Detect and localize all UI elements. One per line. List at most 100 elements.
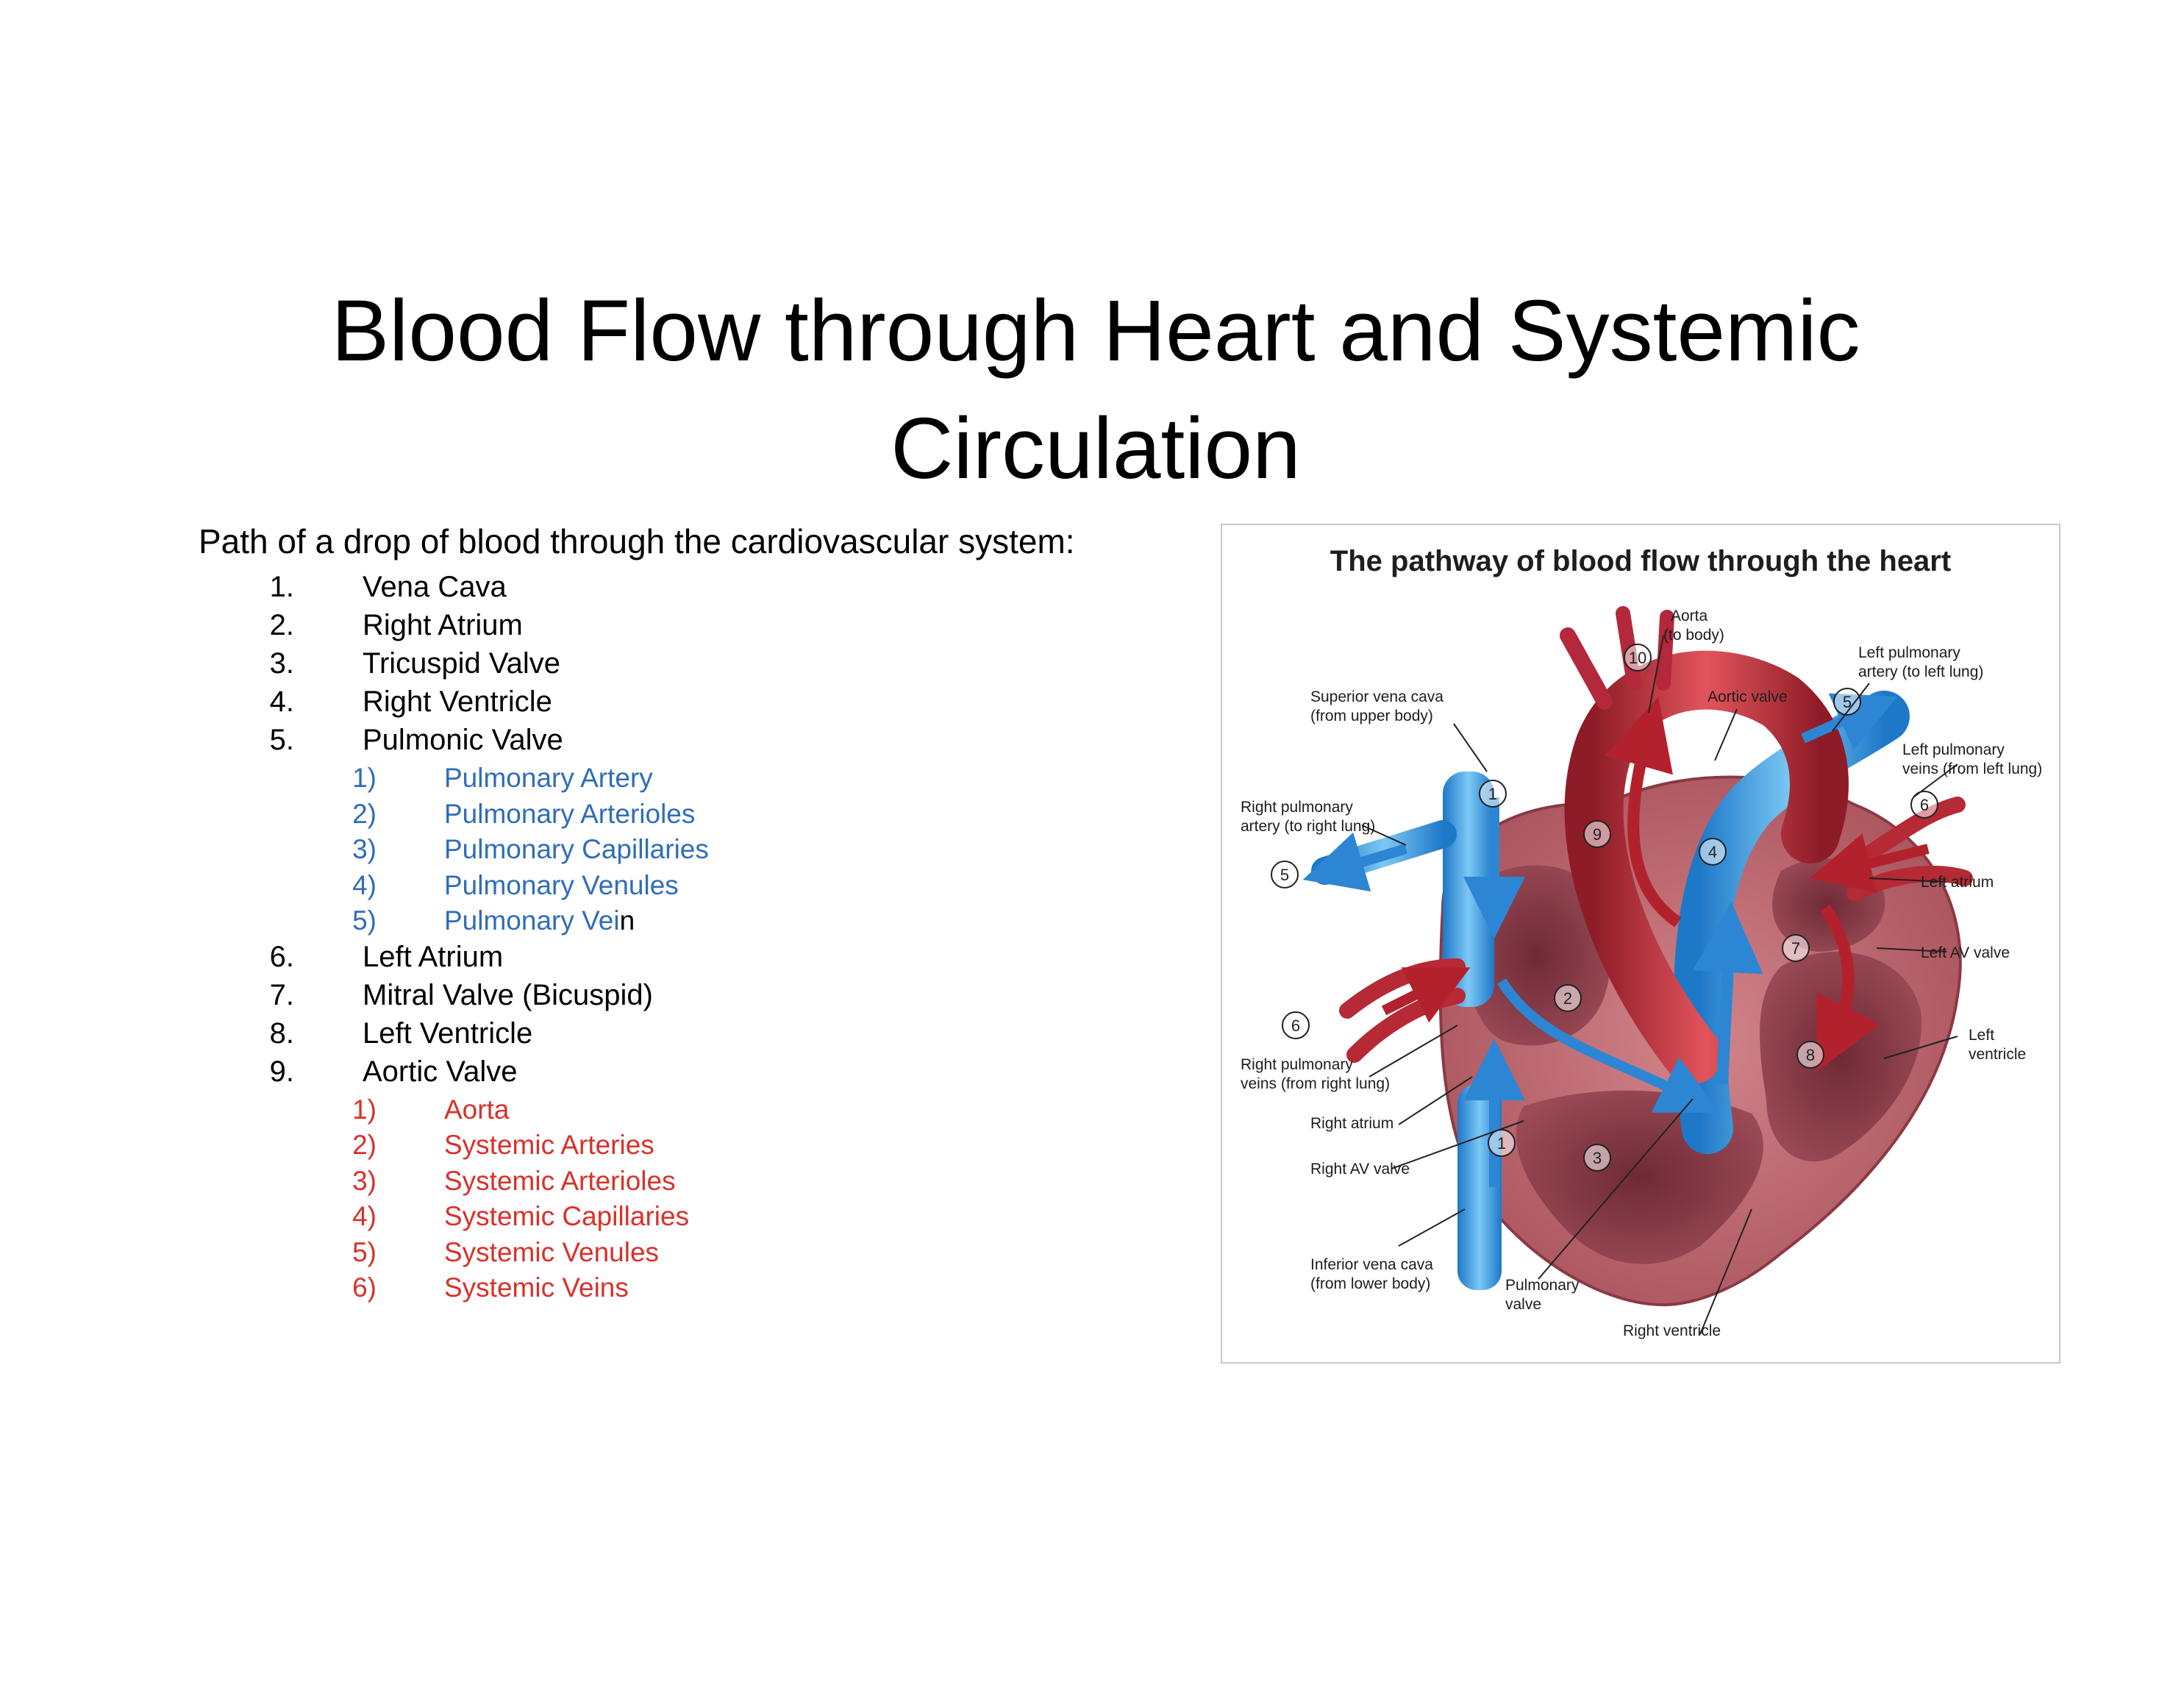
step-number: 2)	[352, 1130, 377, 1160]
step-label: Vena Cava	[363, 568, 507, 606]
step-label: Mitral Valve (Bicuspid)	[363, 976, 653, 1014]
step-label: Pulmonary Capillaries	[444, 830, 709, 869]
label-superior-vena-cava: Superior vena cava	[1310, 688, 1443, 705]
label-left-ventricle: Left	[1969, 1027, 1994, 1044]
step-number: 4)	[352, 869, 377, 900]
label-left-pulmonary-artery: Left pulmonary	[1858, 644, 1960, 661]
step-label: Left Atrium	[363, 938, 503, 976]
step-label: Systemic Veins	[444, 1269, 629, 1307]
step-label-text: Systemic Arterioles	[444, 1165, 676, 1196]
step-marker: 7	[1782, 934, 1810, 962]
flow-arrow-red-2	[1816, 904, 1880, 1072]
step-marker-circle	[1583, 1144, 1611, 1172]
step-marker: 6	[1282, 1011, 1310, 1039]
label-right-pulmonary-artery-sub: artery (to right lung)	[1241, 818, 1375, 835]
step-number: 5)	[352, 1236, 377, 1267]
step-marker-number: 7	[1791, 939, 1800, 958]
step-marker-circle	[1796, 1041, 1824, 1069]
step-marker-number: 5	[1843, 693, 1852, 711]
step-label: Tricuspid Valve	[363, 644, 560, 683]
label-aortic-valve: Aortic valve	[1707, 688, 1788, 705]
step-marker-circle	[1554, 984, 1582, 1012]
step-label: Right Atrium	[363, 606, 523, 644]
step-label-text: Left Atrium	[363, 940, 504, 973]
step-marker-number: 10	[1629, 649, 1646, 667]
step-label: Systemic Arterioles	[444, 1162, 676, 1200]
label-left-av-valve: Left AV valve	[1921, 944, 2010, 961]
step-label-text: Pulmonary Arterioles	[444, 798, 696, 829]
step-marker-number: 6	[1291, 1016, 1300, 1035]
step-label: Right Ventricle	[363, 683, 552, 721]
label-inferior-vena-cava: Inferior vena cava	[1310, 1256, 1433, 1273]
step-label: Pulmonary Arterioles	[444, 795, 695, 833]
step-marker-circle	[1583, 820, 1611, 848]
aorta-branch-1	[1560, 627, 1613, 710]
step-number: 6.	[269, 940, 294, 973]
step-marker: 2	[1554, 984, 1582, 1012]
flow-arrow-blue-6	[1801, 693, 1898, 750]
step-label: Aorta	[444, 1091, 509, 1129]
step-marker: 3	[1583, 1144, 1611, 1172]
step-marker-circle	[1271, 861, 1299, 888]
heart-diagram-svg: The pathway of blood flow through the he…	[1241, 545, 2042, 1339]
step-label: Left Ventricle	[363, 1014, 532, 1053]
step-label-text: Mitral Valve (Bicuspid)	[363, 978, 653, 1011]
step-label-text: Vena Cava	[363, 571, 507, 603]
step-marker: 6	[1910, 791, 1938, 819]
step-number: 4)	[352, 1201, 377, 1231]
step-label-text: Tricuspid Valve	[363, 647, 560, 680]
step-number: 1.	[269, 571, 294, 603]
flow-arrow-red-4	[1381, 967, 1471, 1023]
step-number: 6)	[352, 1272, 377, 1303]
flow-arrow-blue-2	[1497, 978, 1721, 1113]
step-number: 1)	[352, 763, 377, 793]
step-marker-circle	[1488, 1129, 1516, 1157]
step-number: 2.	[269, 609, 294, 641]
intro-text: Path of a drop of blood through the card…	[199, 522, 1075, 560]
flow-arrow-blue-5	[1302, 832, 1408, 892]
slide-title-line-1: Blood Flow through Heart and Systemic	[331, 282, 1860, 380]
aorta-arch	[1564, 650, 1849, 1084]
step-marker-circle	[1282, 1011, 1310, 1039]
step-marker-number: 4	[1708, 843, 1717, 861]
label-right-av-valve: Right AV valve	[1310, 1161, 1410, 1178]
label-right-pulmonary-veins-sub: veins (from right lung)	[1241, 1075, 1390, 1092]
step-label-text: Left Ventricle	[363, 1016, 533, 1050]
label-left-pulmonary-veins-sub: veins (from left lung)	[1902, 761, 2042, 777]
slide-title: Blood Flow through Heart and Systemic Ci…	[132, 272, 2059, 508]
step-marker: 9	[1583, 820, 1611, 848]
step-label-text: Systemic Capillaries	[444, 1201, 690, 1231]
step-label: Systemic Capillaries	[444, 1197, 689, 1236]
step-label-tail: n	[619, 905, 635, 936]
step-label: Pulmonary Vein	[444, 902, 635, 940]
label-left-atrium: Left atrium	[1921, 874, 1994, 891]
step-number: 8.	[269, 1016, 294, 1050]
step-label: Systemic Arteries	[444, 1126, 654, 1164]
step-label-text: Pulmonic Valve	[363, 724, 563, 756]
step-number: 3)	[352, 834, 377, 864]
step-marker-number: 8	[1806, 1046, 1815, 1064]
step-number: 4.	[269, 685, 294, 718]
step-marker: 1	[1488, 1129, 1516, 1157]
step-label: Pulmonary Artery	[444, 759, 653, 797]
step-marker-circle	[1782, 934, 1810, 962]
label-right-pulmonary-veins: Right pulmonary	[1241, 1056, 1353, 1073]
leader-lines	[1361, 635, 1958, 1335]
step-label-text: Aorta	[444, 1094, 510, 1125]
label-inferior-vena-cava-sub: (from lower body)	[1310, 1275, 1430, 1292]
label-right-pulmonary-artery: Right pulmonary	[1241, 799, 1353, 816]
step-number: 9.	[269, 1055, 294, 1088]
step-label-text: Pulmonary Artery	[444, 763, 653, 793]
step-label-text: Right Ventricle	[363, 685, 552, 718]
step-marker: 5	[1271, 861, 1299, 888]
step-label: Pulmonary Venules	[444, 866, 679, 905]
label-right-atrium: Right atrium	[1310, 1115, 1393, 1132]
step-marker-number: 2	[1563, 989, 1572, 1008]
step-marker: 8	[1796, 1041, 1824, 1069]
step-marker-circle	[1833, 688, 1861, 716]
flow-arrow-red-3	[1605, 697, 1682, 927]
flow-arrow-blue-4	[1692, 902, 1763, 1085]
step-label-text: Pulmonary Vei	[444, 905, 620, 936]
step-label-text: Pulmonary Venules	[444, 869, 679, 900]
